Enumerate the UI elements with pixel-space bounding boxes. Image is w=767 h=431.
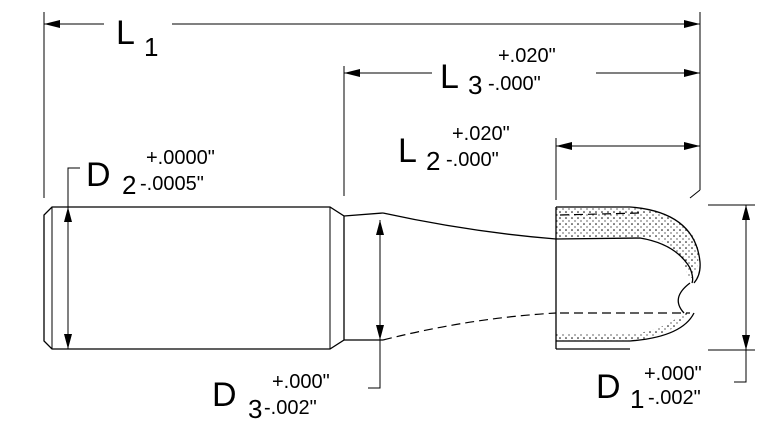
extension-lines [43,12,755,351]
dim-line-D2 [64,167,80,349]
label-D2-tol-plus: +.0000" [146,147,215,169]
label-D2-subscript: 2 [122,170,136,200]
dim-line-D1 [734,205,750,383]
label-D2-symbol: D [86,156,111,194]
label-L2-tol-minus: -.000" [446,149,499,171]
label-D1-tol-minus: -.002" [648,387,701,409]
label-L2-subscript: 2 [426,146,440,176]
label-D2-tol-minus: -.0005" [140,173,204,195]
label-D1-tol-plus: +.000" [644,363,702,385]
label-L1-symbol: L [116,14,135,52]
ball-nose-head [555,206,701,350]
label-L3-subscript: 3 [468,70,482,100]
label-D1-symbol: D [596,368,621,406]
label-D3-symbol: D [212,376,237,414]
label-D2: D +.0000" 2 -.0005" [86,147,215,200]
label-L1: L 1 [116,14,158,62]
label-D3: D +.000" 3 -.002" [212,371,330,424]
label-L2-symbol: L [398,132,417,170]
label-L1-subscript: 1 [144,32,158,62]
dim-line-L2 [556,142,700,150]
neck [343,212,557,341]
label-D3-tol-plus: +.000" [272,371,330,393]
dim-line-D3 [368,220,384,389]
label-L3-tol-plus: +.020" [498,45,556,67]
label-L2: L +.020" 2 -.000" [398,123,510,176]
label-D3-subscript: 3 [248,394,262,424]
label-D1: D +.000" 1 -.002" [596,363,702,414]
dim-line-L3 [344,69,700,77]
label-L3-symbol: L [440,58,459,96]
label-D1-subscript: 1 [630,384,644,414]
label-D3-tol-minus: -.002" [264,397,317,419]
dim-line-L1 [44,20,700,28]
label-L2-tol-plus: +.020" [452,123,510,145]
shank [43,206,345,350]
label-L3: L +.020" 3 -.000" [440,45,556,100]
label-L3-tol-minus: -.000" [488,73,541,95]
